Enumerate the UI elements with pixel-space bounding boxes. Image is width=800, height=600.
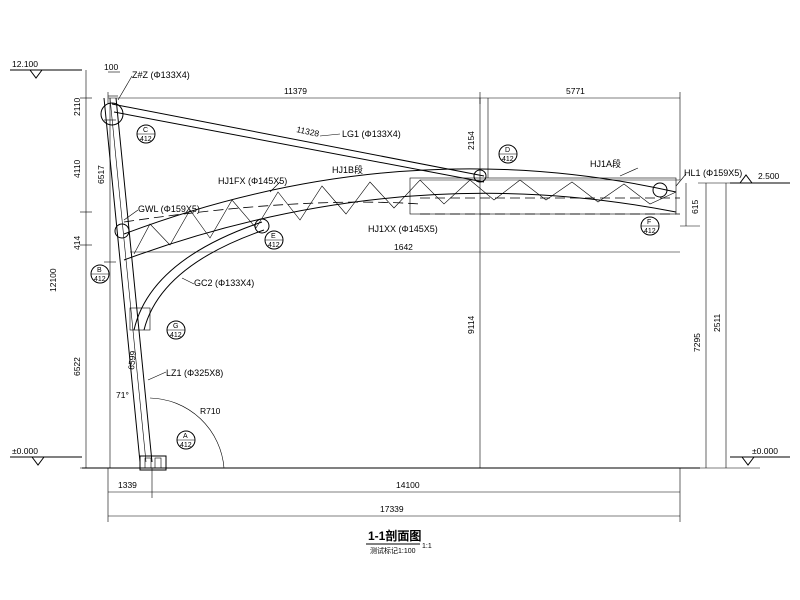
- label-hj1a: HJ1A段: [590, 158, 621, 169]
- detail-callout-g: G 412: [166, 320, 186, 340]
- label-gc2: GC2 (Φ133X4): [194, 278, 254, 288]
- svg-text:14100: 14100: [396, 480, 420, 490]
- svg-text:2110: 2110: [72, 97, 82, 116]
- truss-webs: [133, 179, 677, 255]
- svg-text:5771: 5771: [566, 86, 585, 96]
- svg-text:2511: 2511: [712, 313, 722, 332]
- svg-text:6517: 6517: [96, 165, 106, 184]
- svg-text:414: 414: [72, 236, 82, 250]
- svg-text:11379: 11379: [284, 86, 307, 96]
- label-hl1: HL1 (Φ159X5): [684, 168, 742, 178]
- title-subtitle: 测试标记1:100: [370, 546, 416, 555]
- detail-callout-a: A 412: [176, 430, 196, 450]
- drawing-title: 1-1剖面图 测试标记1:100 1:1: [366, 528, 432, 555]
- svg-text:17339: 17339: [380, 504, 404, 514]
- title-scale: 1:1: [422, 543, 432, 550]
- detail-callout-d: D 412: [498, 144, 518, 164]
- tie-rod-lg1: [108, 95, 485, 183]
- elevation-right-mid: 2.500: [758, 171, 780, 181]
- detail-callout-e: E 412: [264, 230, 284, 250]
- svg-text:71°: 71°: [116, 390, 129, 400]
- title-text: 1-1剖面图: [368, 528, 421, 543]
- svg-text:F: F: [647, 219, 651, 226]
- dimension-lines: [80, 70, 760, 522]
- elevation-top-left: 12.100: [12, 59, 38, 69]
- label-zjz: Z#Z (Φ133X4): [132, 70, 190, 80]
- svg-text:E: E: [271, 233, 276, 240]
- svg-text:412: 412: [268, 242, 280, 249]
- label-lz1: LZ1 (Φ325X8): [166, 368, 223, 378]
- svg-text:11328: 11328: [296, 124, 321, 139]
- svg-text:1339: 1339: [118, 480, 137, 490]
- svg-text:412: 412: [94, 276, 106, 283]
- member-labels: Z#Z (Φ133X4) LG1 (Φ133X4) HJ1FX (Φ145X5)…: [117, 70, 742, 381]
- arched-truss-hj1: [123, 168, 680, 261]
- svg-text:C: C: [143, 127, 148, 134]
- svg-text:D: D: [505, 147, 510, 154]
- svg-text:2154: 2154: [466, 131, 476, 150]
- detail-callout-b: B 412: [90, 264, 110, 284]
- svg-text:412: 412: [180, 442, 192, 449]
- svg-text:7295: 7295: [692, 333, 702, 352]
- svg-text:12100: 12100: [48, 268, 58, 292]
- label-hj1xx: HJ1XX (Φ145X5): [368, 224, 438, 234]
- detail-callout-i: [100, 102, 668, 234]
- svg-text:6522: 6522: [72, 357, 82, 376]
- dimension-texts: 100 11379 5771 11328 2154 1642 2110 4110…: [48, 62, 722, 514]
- svg-text:A: A: [183, 433, 188, 440]
- elevation-marks: 12.100 ±0.000 2.500 ±0.000: [10, 59, 790, 466]
- svg-text:412: 412: [502, 156, 514, 163]
- svg-text:4110: 4110: [72, 159, 82, 178]
- curved-brace-gc2: [129, 221, 265, 331]
- svg-text:9114: 9114: [466, 315, 476, 334]
- svg-text:412: 412: [170, 332, 182, 339]
- label-gwl: GWL (Φ159X5): [138, 204, 200, 214]
- detail-callout-h: [114, 223, 130, 239]
- svg-text:412: 412: [140, 136, 152, 143]
- detail-callout-f: F 412: [640, 216, 660, 236]
- svg-text:100: 100: [104, 62, 118, 72]
- elevation-right-bottom: ±0.000: [752, 446, 778, 456]
- svg-text:R710: R710: [200, 406, 221, 416]
- svg-text:6599: 6599: [126, 350, 138, 370]
- svg-text:412: 412: [644, 228, 656, 235]
- detail-callout-c: C 412: [136, 124, 156, 144]
- elevation-left-bottom: ±0.000: [12, 446, 38, 456]
- svg-text:G: G: [173, 323, 178, 330]
- svg-text:B: B: [97, 267, 102, 274]
- svg-text:615: 615: [690, 200, 700, 214]
- label-hj1fx: HJ1FX (Φ145X5): [218, 176, 287, 186]
- angle-arc: 71° R710: [116, 390, 225, 469]
- label-hj1b: HJ1B段: [332, 164, 363, 175]
- main-column-lz1: [103, 97, 167, 471]
- svg-text:1642: 1642: [394, 242, 413, 252]
- detail-callouts: C 412 D 412 F 412 E 412 B 412 G 412: [90, 102, 668, 450]
- label-lg1: LG1 (Φ133X4): [342, 129, 401, 139]
